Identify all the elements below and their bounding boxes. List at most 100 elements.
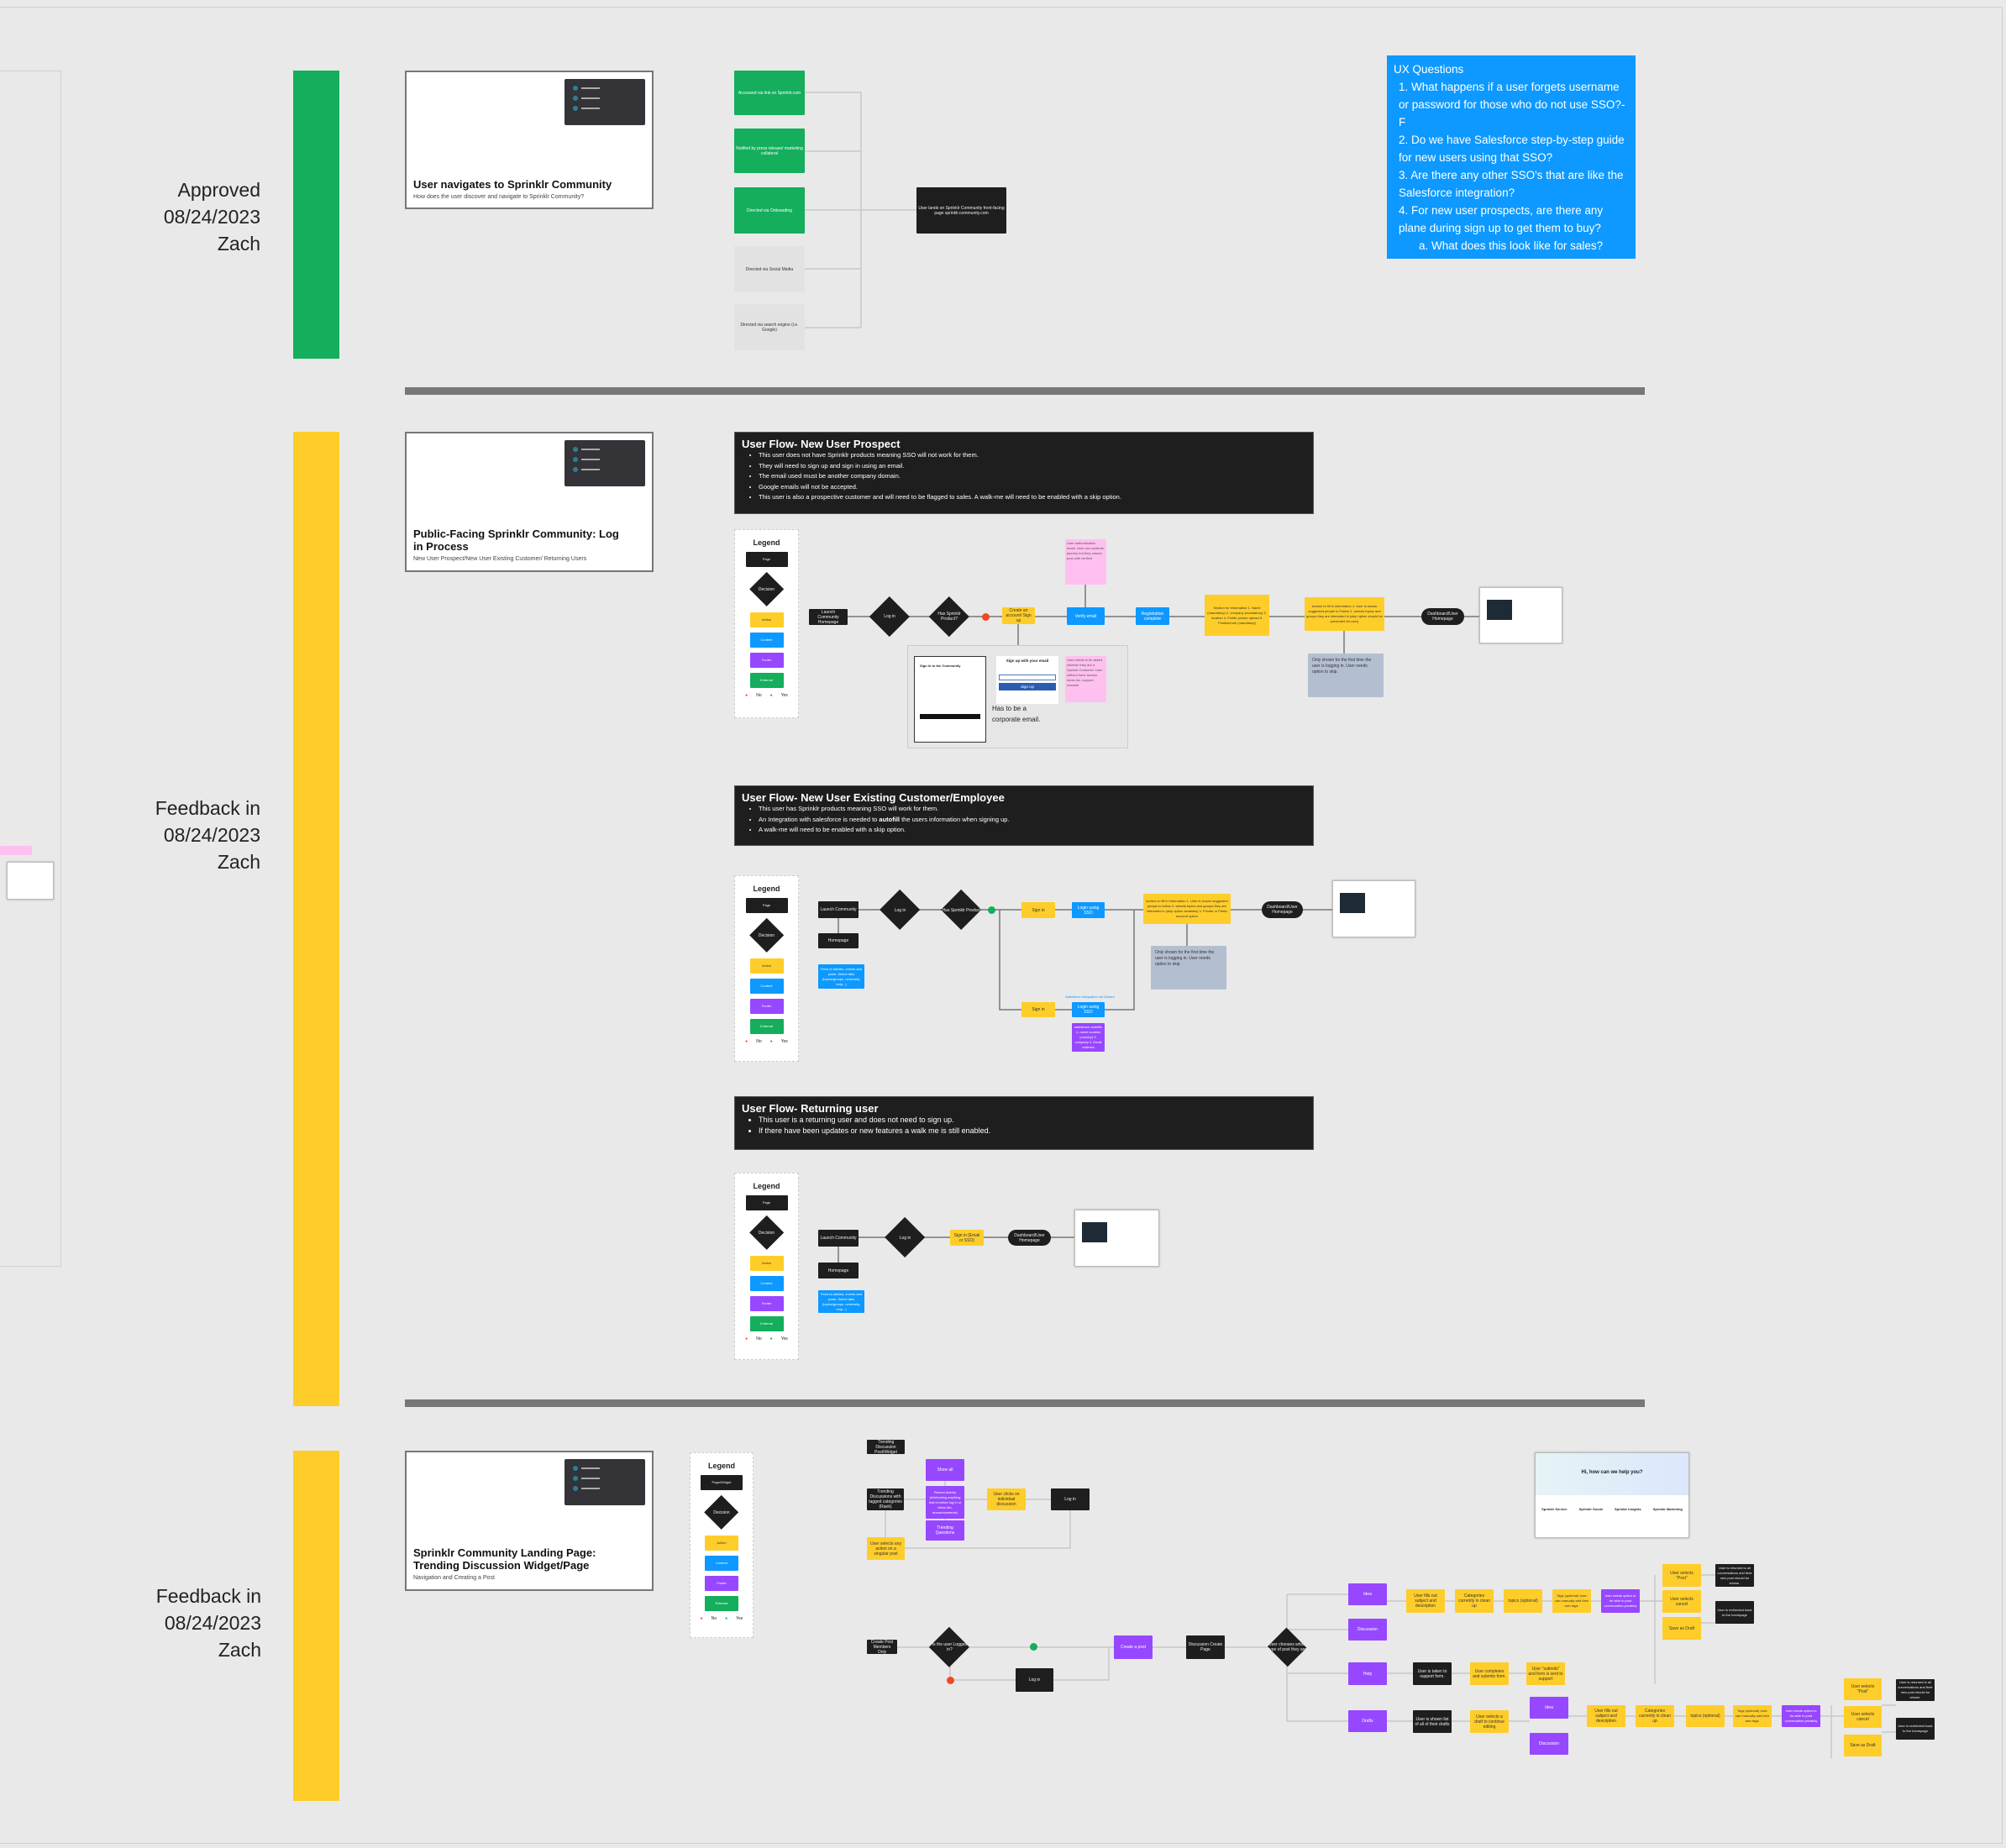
verify-email-node[interactable]: Verify email <box>1067 607 1105 625</box>
redirected-node[interactable]: User is redirected back to the homepage <box>1715 1601 1754 1624</box>
source-node[interactable]: Directed via search engine (i.e. Google) <box>734 304 805 350</box>
discussion-page-node[interactable]: Discussion Create Page <box>1186 1635 1225 1659</box>
create-post-node[interactable]: Create Post Members Only <box>867 1640 897 1655</box>
launch-node[interactable]: Launch Community Homepage <box>809 609 848 625</box>
dashboard-node[interactable]: Dashboard/User Homepage <box>1262 901 1303 918</box>
anonymous-node[interactable]: User needs option to be able to post con… <box>1782 1705 1820 1727</box>
signin-screenshot: Sign in to the Community <box>914 656 986 743</box>
homepage-node[interactable]: Homepage <box>818 933 859 948</box>
categories-node[interactable]: Categories currently in clean up <box>1455 1589 1494 1613</box>
show-all-node[interactable]: Show all <box>926 1459 964 1481</box>
discussion-node[interactable]: Discussion <box>1530 1733 1568 1755</box>
legend-no: No <box>756 1336 762 1341</box>
clicks-discussion-node[interactable]: User clicks on individual discussion <box>987 1488 1026 1510</box>
signin-title: Sign in to the Community <box>920 664 961 668</box>
signin-node[interactable]: Sign in (Email or SSO) <box>950 1230 984 1246</box>
date-text: 08/24/2023 <box>163 206 260 228</box>
feed-note: Feed of articles, events and posts. Sele… <box>818 964 864 989</box>
topics-node[interactable]: topics (optional) <box>1504 1589 1542 1613</box>
sso-login-node[interactable]: Login using SSO <box>1072 1002 1105 1017</box>
source-node[interactable]: Accessed via link on Sprinklr.com <box>734 71 805 115</box>
author-text: Zach <box>217 233 260 255</box>
select-draft-node[interactable]: User selects a draft to continue editing <box>1470 1710 1509 1733</box>
product-link[interactable]: Sprinklr Social <box>1578 1507 1603 1511</box>
launch-node[interactable]: Launch Community <box>818 901 859 918</box>
redirected-node[interactable]: User is redirected back to the homepage <box>1896 1718 1935 1740</box>
landing-page-node[interactable]: User lands on Sprinklr Community front-f… <box>916 187 1006 234</box>
login-node[interactable]: Log in <box>1051 1488 1090 1510</box>
post-node[interactable]: User selects "Post" <box>1662 1564 1701 1587</box>
save-draft-node[interactable]: Save as Draft <box>1844 1735 1882 1756</box>
has-product-decision[interactable]: Has Sprinklr Product? <box>929 596 969 637</box>
create-a-post-node[interactable]: Create a post <box>1114 1635 1153 1659</box>
has-product-decision[interactable]: Has Sprinklr Product <box>941 890 982 931</box>
card-title: Sprinklr Community Landing Page: Trendin… <box>413 1546 596 1572</box>
registration-node[interactable]: Registration complete <box>1136 607 1169 625</box>
help-node[interactable]: Help <box>1348 1662 1387 1685</box>
post-type-decision[interactable]: User chooses which type of post they are <box>1267 1628 1308 1667</box>
fill-subject-node[interactable]: User fills out subject and description <box>1587 1705 1625 1727</box>
source-node[interactable]: Notified by press release/ marketing col… <box>734 129 805 173</box>
login-node[interactable]: Log in <box>1016 1668 1053 1692</box>
date-text: 08/24/2023 <box>164 1612 261 1634</box>
login-decision[interactable]: Log in <box>885 1217 926 1258</box>
legend-title: Legend <box>707 1462 735 1470</box>
flow-bullet: This user has Sprinklr products meaning … <box>759 804 1306 815</box>
support-form-node[interactable]: User is taken to support form. <box>1413 1662 1452 1685</box>
trending-node[interactable]: Trending Discussions with tagged categor… <box>867 1488 904 1510</box>
login-decision[interactable]: Log in <box>869 596 910 637</box>
cancel-node[interactable]: User selects cancel <box>1662 1590 1701 1613</box>
flow-header-existing: User Flow- New User Existing Customer/Em… <box>734 785 1314 846</box>
post-node[interactable]: User selects "Post" <box>1844 1678 1882 1700</box>
trending-questions-node[interactable]: Trending Questions <box>926 1520 964 1541</box>
signup-button[interactable]: Sign Up <box>999 683 1056 690</box>
section-card[interactable]: Sprinklr Community Landing Page: Trendin… <box>405 1451 654 1591</box>
product-link[interactable]: Sprinklr Service <box>1541 1507 1568 1511</box>
topics-node[interactable]: topics (optional) <box>1686 1705 1725 1727</box>
anonymous-node[interactable]: User needs option to be able to post con… <box>1601 1589 1640 1613</box>
homepage-node[interactable]: Homepage <box>818 1263 859 1278</box>
recent-activity-node[interactable]: Recent Activity (eliminating anything th… <box>926 1486 964 1519</box>
status-bar-feedback <box>293 1451 339 1801</box>
login-decision[interactable]: Log in <box>880 890 921 931</box>
source-node[interactable]: Directed via Onboarding <box>734 187 805 234</box>
fill-info-node[interactable]: section to fill in information 1. User i… <box>1305 597 1384 631</box>
autofill-node[interactable]: salesforce autofills 1. name location (c… <box>1072 1023 1105 1052</box>
any-action-node[interactable]: User selects any action on a singular po… <box>867 1537 905 1560</box>
returned-node[interactable]: User is returned to all conversations an… <box>1715 1564 1754 1587</box>
discussion-node[interactable]: Discussion <box>1348 1619 1387 1641</box>
draft-list-node[interactable]: User is shown list of all of their draft… <box>1413 1710 1452 1733</box>
dashboard-node[interactable]: Dashboard/User Homepage <box>1008 1230 1051 1246</box>
widget-node[interactable]: Trending Discussion Post/Widget <box>867 1440 905 1455</box>
info-node[interactable]: Section for information 1. Name (mandato… <box>1205 595 1269 636</box>
source-node[interactable]: Directed via Social Media <box>734 246 805 292</box>
section-card[interactable]: User navigates to Sprinklr Community How… <box>405 71 654 209</box>
dashboard-node[interactable]: Dashboard/User Homepage <box>1421 608 1464 625</box>
idea-node[interactable]: Idea <box>1530 1697 1568 1719</box>
categories-node[interactable]: Categories currently in clean up <box>1636 1705 1674 1727</box>
no-icon: ● <box>700 1616 703 1621</box>
fill-subject-node[interactable]: User fills out subject and description <box>1406 1589 1445 1613</box>
tags-node[interactable]: Tags (optional) User can manually add th… <box>1552 1589 1591 1613</box>
product-link[interactable]: Sprinklr Insights <box>1614 1507 1641 1511</box>
legend-content: Content <box>749 633 784 648</box>
signin-node[interactable]: Sign in <box>1021 902 1055 918</box>
no-icon <box>947 1677 954 1684</box>
save-draft-node[interactable]: Save as Draft <box>1662 1617 1701 1640</box>
sso-login-node[interactable]: Login using SSO <box>1072 902 1105 918</box>
signin-node[interactable]: Sign in <box>1021 1002 1055 1017</box>
returned-node[interactable]: User is returned to all conversations an… <box>1896 1679 1935 1701</box>
idea-node[interactable]: Idea <box>1348 1583 1387 1605</box>
create-account-node[interactable]: Create an account/ Sign up <box>1002 607 1035 624</box>
submit-form-node[interactable]: User "submits" and form is sent to suppo… <box>1526 1662 1565 1685</box>
tags-node[interactable]: Tags (optional) User can manually add th… <box>1733 1705 1772 1727</box>
product-link[interactable]: Sprinklr Marketing <box>1652 1507 1683 1511</box>
completes-form-node[interactable]: User completes and submits form. <box>1470 1662 1509 1685</box>
drafts-node[interactable]: Drafts <box>1348 1710 1387 1732</box>
launch-node[interactable]: Launch Community <box>818 1230 859 1247</box>
section-card[interactable]: Public-Facing Sprinklr Community: Log in… <box>405 432 654 572</box>
ux-questions-note[interactable]: UX Questions 1. What happens if a user f… <box>1387 55 1636 259</box>
cancel-node[interactable]: User selects cancel <box>1844 1706 1882 1728</box>
fill-info-node[interactable]: section to fill in information 1. User i… <box>1143 894 1231 924</box>
logged-in-decision[interactable]: Is the user Logged in? <box>929 1627 970 1667</box>
